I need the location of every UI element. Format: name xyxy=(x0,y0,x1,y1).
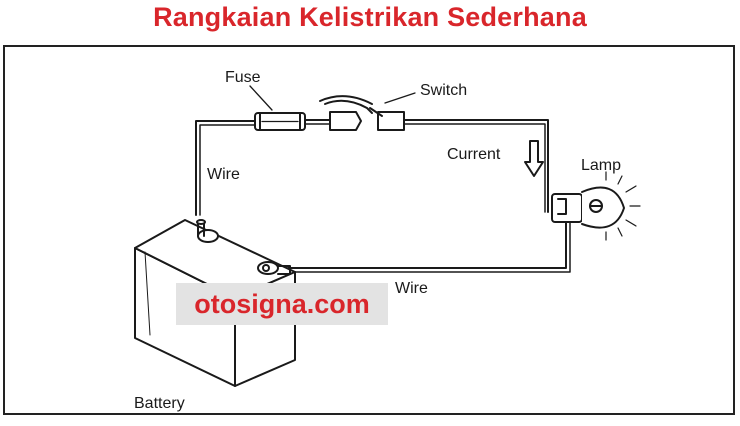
current-label: Current xyxy=(447,146,501,163)
lamp-label: Lamp xyxy=(581,157,621,174)
diagram-frame xyxy=(3,45,735,415)
watermark: otosigna.com xyxy=(176,283,388,325)
switch-pointer xyxy=(384,92,416,104)
lamp-component xyxy=(551,171,641,241)
battery-label: Battery xyxy=(134,395,185,412)
fuse-label: Fuse xyxy=(225,69,261,86)
diagram-title: Rangkaian Kelistrikan Sederhana xyxy=(153,2,587,32)
wire-bottom-label: Wire xyxy=(395,280,428,297)
wire-top-right xyxy=(403,119,549,213)
wire-top-left xyxy=(195,120,256,216)
fuse-pointer xyxy=(249,85,273,111)
wire-bottom xyxy=(287,221,567,269)
current-arrow xyxy=(524,140,544,177)
fuse-component xyxy=(254,112,306,131)
wire-left-label: Wire xyxy=(207,166,240,183)
switch-component xyxy=(319,95,405,131)
switch-label: Switch xyxy=(420,82,467,99)
